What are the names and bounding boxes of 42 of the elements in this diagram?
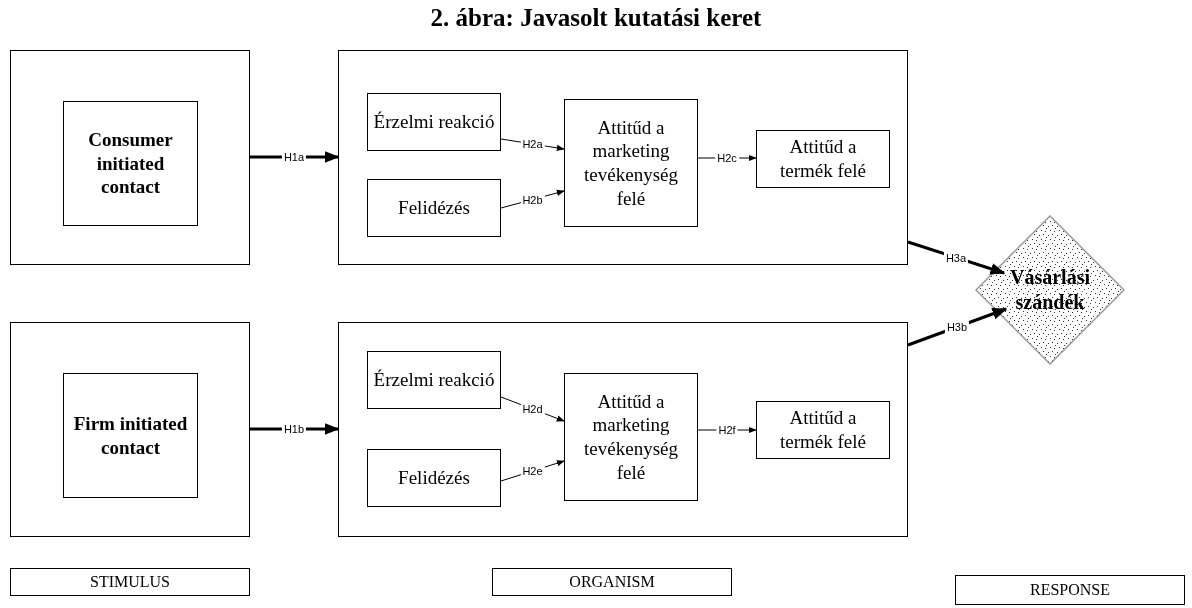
- concept-box: [367, 93, 501, 151]
- node-label: Consumer initiated contact: [87, 127, 174, 200]
- frame-box: [338, 50, 908, 265]
- edge-label: H2d: [520, 403, 545, 415]
- edge-label: H2c: [715, 152, 739, 164]
- concept-box: [63, 373, 198, 498]
- edge-label: H2a: [520, 138, 545, 150]
- node-label: Felidézés: [397, 466, 471, 490]
- frame-box: [10, 322, 250, 537]
- frame-box: [10, 50, 250, 265]
- node-label: Érzelmi reakció: [372, 368, 496, 392]
- stage-label-box: [492, 568, 732, 596]
- stage-label-box: [10, 568, 250, 596]
- edge-label: H2f: [716, 424, 738, 436]
- concept-box: [367, 179, 501, 237]
- node-label: Attitűd a termék felé: [779, 406, 867, 454]
- node-label: RESPONSE: [1029, 580, 1111, 600]
- node-label: Firm initiated contact: [72, 411, 189, 460]
- concept-box: [63, 101, 198, 226]
- stage-label-box: [955, 575, 1185, 605]
- node-label: Vásárlási szándék: [1009, 265, 1091, 315]
- edge-label: H3b: [944, 321, 970, 333]
- node-label: Attitűd a marketing tevékenység felé: [583, 389, 679, 485]
- edge-label: H1b: [281, 423, 307, 435]
- node-label: Felidézés: [397, 196, 471, 220]
- concept-box: [564, 99, 698, 227]
- concept-box: [756, 401, 890, 459]
- frame-box: [338, 322, 908, 537]
- decision-diamond: [975, 215, 1125, 365]
- concept-box: [367, 351, 501, 409]
- edge-label: H3a: [943, 251, 969, 264]
- node-label: Attitűd a marketing tevékenység felé: [583, 115, 679, 211]
- node-label: Attitűd a termék felé: [779, 135, 867, 183]
- node-label: STIMULUS: [89, 572, 171, 592]
- concept-box: [756, 130, 890, 188]
- node-label: Érzelmi reakció: [372, 110, 496, 134]
- title: 2. ábra: Javasolt kutatási keret: [429, 4, 763, 32]
- concept-box: [367, 449, 501, 507]
- concept-box: [564, 373, 698, 501]
- node-label: ORGANISM: [568, 572, 656, 592]
- edge-label: H1a: [281, 151, 307, 163]
- edge-label: H2e: [520, 465, 545, 477]
